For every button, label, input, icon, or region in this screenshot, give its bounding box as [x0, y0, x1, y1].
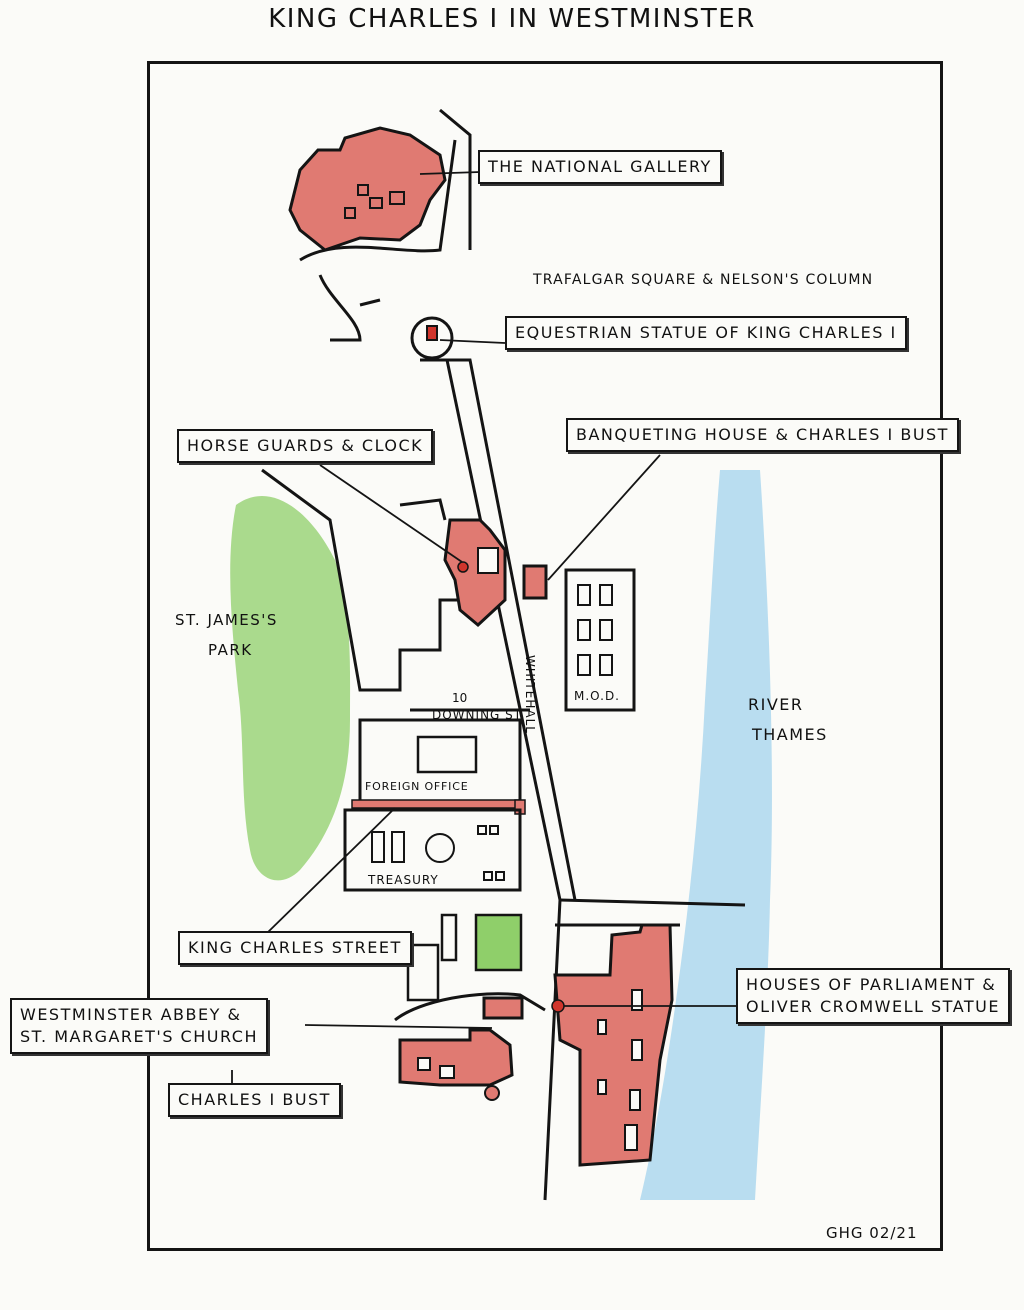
river-thames-area — [640, 470, 772, 1200]
st-margarets-church-building — [482, 996, 524, 1020]
whitehall-road — [420, 358, 562, 1201]
treasury-block — [343, 808, 522, 892]
equestrian-statue-label: EQUESTRIAN STATUE OF KING CHARLES I — [505, 316, 907, 350]
king-charles-street-label: KING CHARLES STREET — [178, 931, 412, 965]
foreign-office-label: FOREIGN OFFICE — [365, 780, 468, 793]
cromwell-statue-marker — [551, 999, 565, 1013]
horse-guards-building — [443, 518, 507, 627]
westminster-abbey-building — [398, 1028, 514, 1087]
mod-building — [564, 568, 636, 712]
banqueting-house-building — [522, 564, 548, 600]
st-james-park-label-line1: ST. JAMES'S — [175, 611, 278, 629]
downing-number-label: 10 — [452, 691, 467, 705]
mod-label: M.O.D. — [574, 689, 620, 703]
parliament-square-green — [474, 913, 523, 972]
downing-street-label: DOWNING ST. — [432, 708, 526, 722]
charles-bust-label: CHARLES I BUST — [168, 1083, 341, 1117]
equestrian-statue-marker — [426, 325, 438, 341]
national-gallery-label: THE NATIONAL GALLERY — [478, 150, 722, 184]
houses-of-parliament-building — [553, 923, 674, 1167]
page-title: KING CHARLES I IN WESTMINSTER — [268, 4, 756, 34]
horse-guards-clock-marker — [457, 561, 469, 573]
westminster-abbey-label: WESTMINSTER ABBEY & ST. MARGARET'S CHURC… — [10, 998, 268, 1054]
st-james-park-label-line2: PARK — [208, 641, 253, 659]
trafalgar-square-label: TRAFALGAR SQUARE & NELSON'S COLUMN — [532, 272, 873, 288]
st-james-park-area — [230, 496, 351, 881]
river-label-line1: RIVER — [748, 695, 804, 714]
map-frame — [147, 61, 943, 1251]
banqueting-house-label: BANQUETING HOUSE & CHARLES I BUST — [566, 418, 959, 452]
river-label-line2: THAMES — [751, 725, 828, 744]
artist-signature: GHG 02/21 — [826, 1224, 918, 1242]
parliament-label: HOUSES OF PARLIAMENT & OLIVER CROMWELL S… — [736, 968, 1010, 1024]
treasury-label: TREASURY — [367, 873, 439, 887]
whitehall-label: WHITEHALL — [523, 655, 537, 734]
horse-guards-label: HORSE GUARDS & CLOCK — [177, 429, 434, 463]
